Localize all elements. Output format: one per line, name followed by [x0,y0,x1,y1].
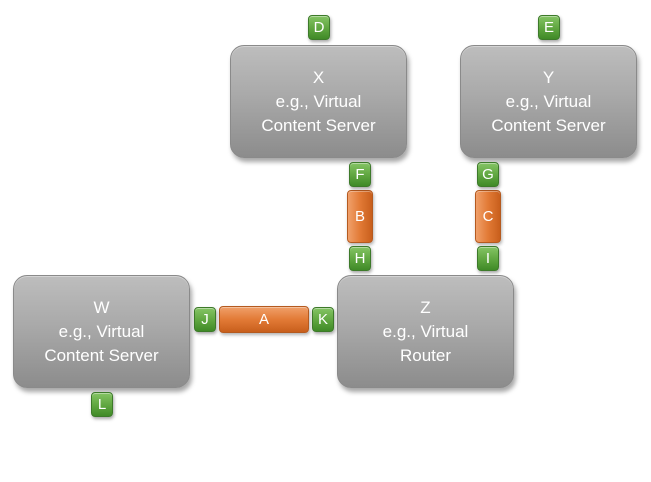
node-z-name: Z [420,297,431,317]
node-w-name: W [93,297,110,317]
node-z-line3: Router [399,345,452,365]
port-f: F [349,162,371,187]
link-a: A [219,306,309,333]
port-d: D [308,15,330,40]
port-k: K [312,307,334,332]
node-z: Z e.g., Virtual Router [337,275,514,388]
port-g: G [477,162,499,187]
node-z-line2: e.g., Virtual [382,321,469,341]
link-b: B [347,190,373,243]
node-x-name: X [312,67,325,87]
node-x-line2: e.g., Virtual [275,91,362,111]
port-j: J [194,307,216,332]
port-l: L [91,392,113,417]
node-w-line3: Content Server [44,345,159,365]
node-w-line2: e.g., Virtual [58,321,145,341]
port-h: H [349,246,371,271]
port-e: E [538,15,560,40]
node-y-line3: Content Server [491,115,606,135]
node-x-line3: Content Server [261,115,376,135]
node-x: X e.g., Virtual Content Server [230,45,407,158]
node-y-name: Y [542,67,555,87]
node-y: Y e.g., Virtual Content Server [460,45,637,158]
node-w: W e.g., Virtual Content Server [13,275,190,388]
link-c: C [475,190,501,243]
port-i: I [477,246,499,271]
node-y-line2: e.g., Virtual [505,91,592,111]
